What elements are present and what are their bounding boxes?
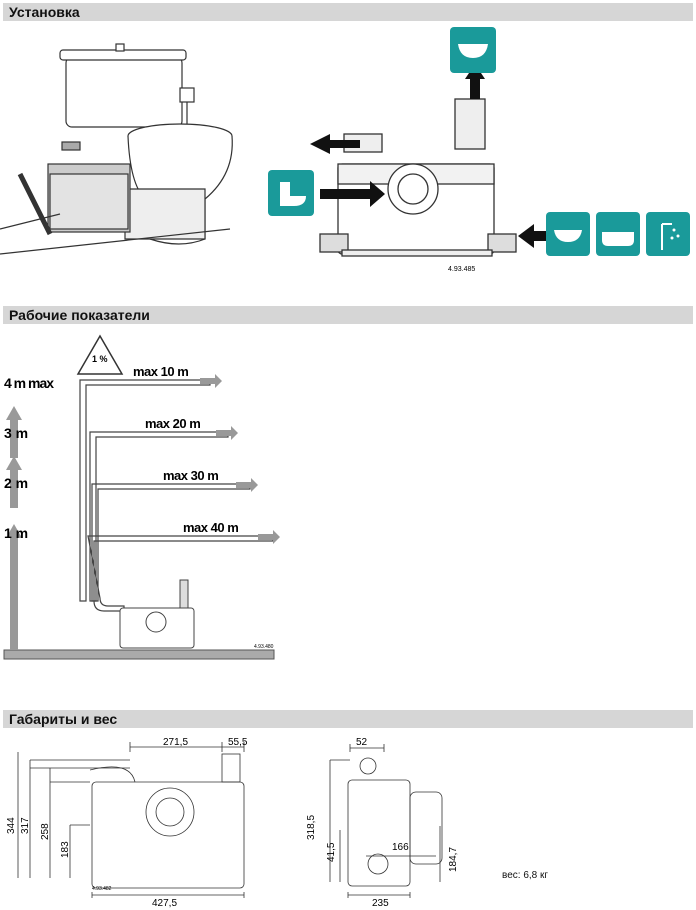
dimensions-code: 4.93.482 bbox=[92, 886, 112, 892]
run-label-20: max 20 m bbox=[145, 416, 200, 431]
dim-h4: 183 bbox=[60, 841, 71, 858]
dimensions-drawing: 271,5 55,5 344 317 258 183 427,5 4.93.48… bbox=[6, 737, 459, 909]
dim-base-width: 427,5 bbox=[152, 898, 177, 909]
slope-sign: 1 % bbox=[76, 334, 124, 375]
performance-code: 4.93.480 bbox=[254, 644, 274, 650]
dim-top-width: 271,5 bbox=[163, 737, 188, 748]
height-label-4m: 4 m max bbox=[4, 375, 54, 391]
height-label-1m: 1 m bbox=[4, 525, 28, 541]
dim-h1: 344 bbox=[6, 817, 17, 834]
performance-diagram: 4 m max 3 m 2 m 1 m 1 % max 10 m max 20 … bbox=[3, 334, 280, 660]
height-arrows bbox=[6, 406, 22, 650]
height-label-2m: 2 m bbox=[4, 475, 28, 491]
washbasin-icon bbox=[450, 27, 496, 73]
weight-label: вес: 6,8 кг bbox=[502, 870, 549, 881]
floor bbox=[3, 649, 275, 660]
section-header-dimensions: Габариты и вес bbox=[3, 710, 693, 728]
dim-outlet-offset: 55,5 bbox=[228, 737, 248, 748]
section-header-install: Установка bbox=[3, 3, 693, 21]
run-label-30: max 30 m bbox=[163, 468, 218, 483]
slope-label: 1 % bbox=[92, 354, 108, 364]
section-header-performance: Рабочие показатели bbox=[3, 306, 693, 324]
pump-small bbox=[119, 579, 195, 649]
front-view bbox=[17, 742, 245, 898]
dim-side-h2: 41,5 bbox=[326, 842, 337, 862]
toilet-scene bbox=[0, 43, 233, 255]
bidet-icon bbox=[546, 212, 590, 256]
shower-icon bbox=[646, 212, 690, 256]
dim-side-base: 235 bbox=[372, 898, 389, 909]
run-label-40: max 40 m bbox=[183, 520, 238, 535]
install-code: 4.93.485 bbox=[448, 266, 475, 273]
run-label-10: max 10 m bbox=[133, 364, 188, 379]
installation-illustration: 4.93.485 bbox=[0, 27, 690, 273]
dim-side-h3: 184,7 bbox=[448, 847, 459, 872]
dim-side-inner: 166 bbox=[392, 842, 409, 853]
pump-unit bbox=[319, 98, 517, 257]
dim-h3: 258 bbox=[40, 823, 51, 840]
pipe-runs bbox=[79, 379, 274, 612]
toilet-icon bbox=[268, 170, 314, 216]
run-arrows bbox=[200, 374, 280, 544]
side-view bbox=[329, 744, 443, 898]
dim-side-h1: 318,5 bbox=[306, 815, 317, 840]
dim-side-top: 52 bbox=[356, 737, 368, 748]
bathtub-icon bbox=[596, 212, 640, 256]
height-label-3m: 3 m bbox=[4, 425, 28, 441]
dim-h2: 317 bbox=[20, 817, 31, 834]
